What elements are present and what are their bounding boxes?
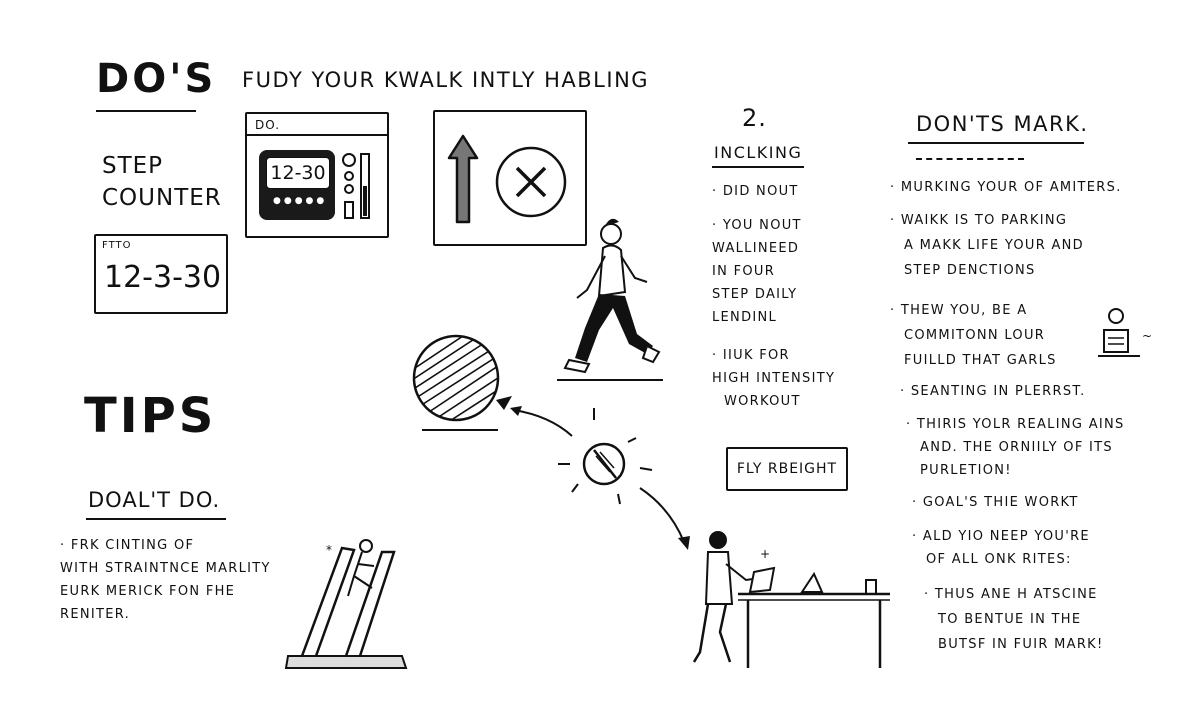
dos-heading-underline	[96, 110, 196, 112]
svg-text:+: +	[760, 547, 770, 561]
counter-box: FTTO 12-3-30	[94, 234, 228, 314]
device-panel: DO. 12-30 ●●●●●	[245, 112, 389, 238]
donts-item-4: · SEANTING IN PLERRST.	[900, 384, 1086, 399]
counter-box-value: 12-3-30	[104, 260, 222, 295]
up-arrow-icon	[447, 134, 479, 224]
walking-person-illustration	[557, 218, 663, 381]
dos-subtitle: FUDY YOUR KWALK INTLY HABLING	[242, 68, 650, 92]
donts-item-3: · THEW YOU, BE A COMMITONN LOUR FUILLD T…	[890, 303, 1057, 368]
middle-item-1: · DID NOUT	[712, 184, 799, 199]
tips-text: · FRK CINTING OF WITH STRAINTNCE MARLITY…	[60, 534, 271, 626]
fly-rbeight-button-label: FLY RBEIGHT	[736, 461, 838, 477]
svg-text:~: ~	[1142, 329, 1152, 343]
middle-heading: INCLKING	[714, 143, 803, 162]
tips-subheading-underline	[86, 518, 226, 520]
tips-subheading: DOAL'T DO.	[88, 488, 221, 512]
no-sun-icon	[510, 406, 690, 550]
middle-item-2: · YOU NOUT WALLINEED IN FOUR STEP DAILY …	[712, 218, 802, 325]
donts-heading: DON'TS MARK.	[916, 112, 1089, 136]
donts-dashed-line	[916, 158, 1024, 160]
step-counter-line-1: STEP	[102, 153, 164, 179]
tips-line-1: · FRK CINTING OF	[60, 538, 195, 553]
donts-item-6: · GOAL'S THIE WORKT	[912, 495, 1079, 510]
donts-item-7: · ALD YIO NEEP YOU'RE OF ALL ONK RITES:	[912, 529, 1090, 567]
worker-at-desk-icon: ~	[1098, 308, 1152, 357]
fly-rbeight-button[interactable]: FLY RBEIGHT	[726, 447, 848, 491]
svg-text:*: *	[326, 543, 332, 557]
donts-item-2: · WAIKK IS TO PARKING A MAKK LIFE YOUR A…	[890, 213, 1084, 278]
device-panel-titlebar	[247, 134, 387, 136]
tips-line-4: RENITER.	[60, 607, 131, 622]
device-panel-label: DO.	[255, 118, 281, 132]
step-counter-line-2: COUNTER	[102, 185, 222, 211]
middle-number: 2.	[742, 104, 767, 132]
striped-circle-icon	[412, 334, 512, 431]
tips-line-3: EURK MERICK FON FHE	[60, 584, 236, 599]
close-circle-icon	[495, 146, 567, 218]
middle-item-3: · IIUK FOR HIGH INTENSITY WORKOUT	[712, 348, 836, 409]
donts-item-5: · THIRIS YOLR REALING AINS AND. THE ORNI…	[906, 417, 1125, 478]
treadmill-illustration: *	[284, 539, 408, 669]
donts-item-8: · THUS ANE H ATSCINE TO BENTUE IN THE BU…	[924, 587, 1104, 652]
device-dots: ●●●●●	[273, 196, 328, 206]
device-display-text: 12-30	[270, 162, 326, 184]
arrow-cancel-panel	[433, 110, 587, 246]
device-screen: 12-30	[266, 157, 330, 189]
tips-line-2: WITH STRAINTNCE MARLITY	[60, 561, 271, 576]
desk-worker-illustration: +	[692, 531, 890, 668]
donts-item-1: · MURKING YOUR OF AMITERS.	[890, 180, 1122, 195]
device-controls-icon	[342, 153, 370, 219]
tips-heading: TIPS	[84, 388, 217, 444]
middle-heading-underline	[712, 166, 804, 168]
dos-heading: DO'S	[96, 56, 217, 102]
step-counter-device: 12-30 ●●●●●	[259, 150, 335, 220]
step-counter-label: STEP COUNTER	[102, 150, 222, 214]
donts-heading-underline	[908, 142, 1084, 144]
counter-box-label: FTTO	[102, 240, 132, 251]
